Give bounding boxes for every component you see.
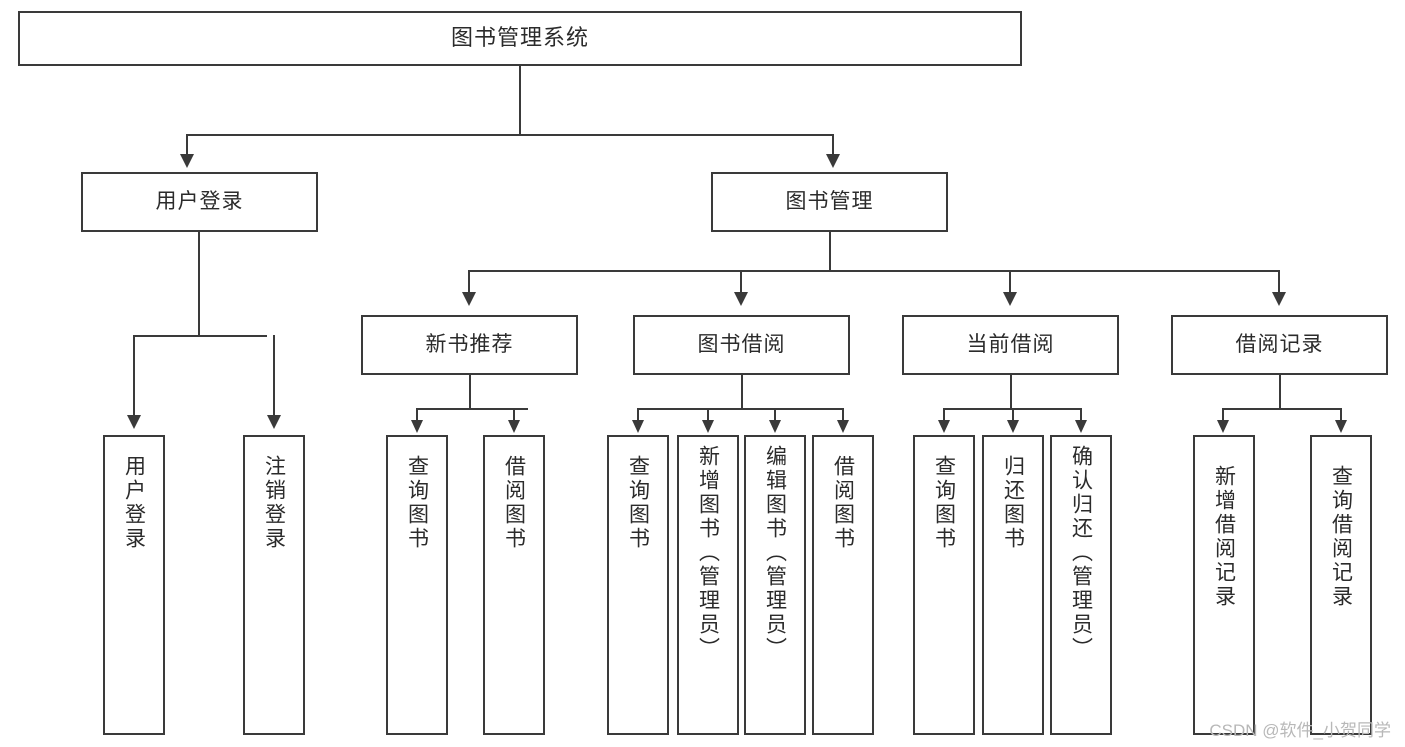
connector-br-bus [1222, 408, 1342, 410]
connector-bb-drop-1 [637, 408, 639, 422]
node-current-borrow-label: 当前借阅 [966, 333, 1055, 357]
arrow-to-leaf-edit-book-admin [769, 420, 781, 433]
connector-book-manage-bus [468, 270, 1280, 272]
connector-root-bus [186, 134, 834, 136]
arrow-to-borrow-record [1272, 292, 1286, 306]
node-leaf-logout-login-label: 注销登录 [262, 455, 286, 551]
connector-user-login-bus [133, 335, 267, 337]
connector-book-manage-stem [829, 232, 831, 272]
connector-cb-drop-3 [1080, 408, 1082, 422]
connector-bb-drop-2 [707, 408, 709, 422]
arrow-root-to-book-manage [826, 154, 840, 168]
node-leaf-edit-book-admin-label: 编辑图书（管理员） [763, 445, 787, 661]
connector-bb-bus [637, 408, 843, 410]
connector-nbr-left-drop [416, 408, 418, 422]
node-leaf-logout-login[interactable]: 注销登录 [243, 435, 305, 735]
connector-to-new-book-recommend [468, 270, 470, 294]
arrow-to-leaf-user-login [127, 415, 141, 429]
node-borrow-record-label: 借阅记录 [1235, 333, 1324, 357]
connector-bb-drop-4 [842, 408, 844, 422]
node-leaf-add-book-admin[interactable]: 新增图书（管理员） [677, 435, 739, 735]
connector-to-current-borrow [1009, 270, 1011, 294]
connector-nbr-stem [469, 375, 471, 410]
connector-user-login-stem [198, 232, 200, 336]
connector-cb-drop-2 [1012, 408, 1014, 422]
node-leaf-add-record[interactable]: 新增借阅记录 [1193, 435, 1255, 735]
node-leaf-borrow-book-1-label: 借阅图书 [502, 455, 526, 551]
node-leaf-add-book-admin-label: 新增图书（管理员） [696, 445, 720, 661]
arrow-to-leaf-borrow-book-1 [508, 420, 520, 433]
node-leaf-query-book-3[interactable]: 查询图书 [913, 435, 975, 735]
node-leaf-query-book-3-label: 查询图书 [932, 455, 956, 551]
arrow-to-leaf-add-record [1217, 420, 1229, 433]
node-leaf-confirm-return-label: 确认归还（管理员） [1069, 445, 1093, 661]
connector-br-right-drop [1340, 408, 1342, 422]
arrow-to-current-borrow [1003, 292, 1017, 306]
node-borrow-record[interactable]: 借阅记录 [1171, 315, 1388, 375]
arrow-to-leaf-query-book-1 [411, 420, 423, 433]
node-leaf-query-book-2[interactable]: 查询图书 [607, 435, 669, 735]
arrow-to-new-book-recommend [462, 292, 476, 306]
arrow-to-leaf-confirm-return [1075, 420, 1087, 433]
node-book-borrow-label: 图书借阅 [697, 333, 786, 357]
node-leaf-query-record[interactable]: 查询借阅记录 [1310, 435, 1372, 735]
arrow-to-leaf-add-book-admin [702, 420, 714, 433]
connector-cb-stem [1010, 375, 1012, 410]
connector-user-login-left-drop [133, 335, 135, 417]
connector-cb-drop-1 [943, 408, 945, 422]
arrow-to-leaf-return-book [1007, 420, 1019, 433]
node-user-login-label: 用户登录 [155, 190, 244, 214]
node-leaf-return-book[interactable]: 归还图书 [982, 435, 1044, 735]
node-leaf-user-login-label: 用户登录 [122, 455, 146, 551]
arrow-to-leaf-borrow-book-2 [837, 420, 849, 433]
connector-br-stem [1279, 375, 1281, 410]
connector-br-left-drop [1222, 408, 1224, 422]
node-leaf-borrow-book-2[interactable]: 借阅图书 [812, 435, 874, 735]
node-leaf-borrow-book-1[interactable]: 借阅图书 [483, 435, 545, 735]
node-leaf-query-record-label: 查询借阅记录 [1329, 465, 1353, 609]
connector-bb-drop-3 [774, 408, 776, 422]
node-book-manage-label: 图书管理 [785, 190, 874, 214]
node-user-login[interactable]: 用户登录 [81, 172, 318, 232]
node-new-book-recommend[interactable]: 新书推荐 [361, 315, 578, 375]
arrow-to-book-borrow [734, 292, 748, 306]
node-book-borrow[interactable]: 图书借阅 [633, 315, 850, 375]
node-leaf-return-book-label: 归还图书 [1001, 455, 1025, 551]
node-current-borrow[interactable]: 当前借阅 [902, 315, 1119, 375]
connector-root-to-book-manage [832, 134, 834, 156]
arrow-to-leaf-query-record [1335, 420, 1347, 433]
connector-root-stem [519, 66, 521, 135]
node-leaf-edit-book-admin[interactable]: 编辑图书（管理员） [744, 435, 806, 735]
node-leaf-add-record-label: 新增借阅记录 [1212, 465, 1236, 609]
arrow-to-leaf-query-book-2 [632, 420, 644, 433]
connector-bb-stem [741, 375, 743, 410]
connector-user-login-right-drop [273, 335, 275, 417]
arrow-to-leaf-logout-login [267, 415, 281, 429]
node-leaf-query-book-2-label: 查询图书 [626, 455, 650, 551]
connector-nbr-right-drop [513, 408, 515, 422]
connector-root-to-user-login [186, 134, 188, 156]
node-root[interactable]: 图书管理系统 [18, 11, 1022, 66]
node-leaf-query-book-1-label: 查询图书 [405, 455, 429, 551]
node-root-label: 图书管理系统 [450, 25, 589, 51]
connector-to-book-borrow [740, 270, 742, 294]
node-leaf-user-login[interactable]: 用户登录 [103, 435, 165, 735]
arrow-root-to-user-login [180, 154, 194, 168]
connector-nbr-bus [416, 408, 528, 410]
node-book-manage[interactable]: 图书管理 [711, 172, 948, 232]
node-leaf-query-book-1[interactable]: 查询图书 [386, 435, 448, 735]
connector-to-borrow-record [1278, 270, 1280, 294]
node-new-book-recommend-label: 新书推荐 [425, 333, 514, 357]
node-leaf-confirm-return[interactable]: 确认归还（管理员） [1050, 435, 1112, 735]
node-leaf-borrow-book-2-label: 借阅图书 [831, 455, 855, 551]
arrow-to-leaf-query-book-3 [938, 420, 950, 433]
